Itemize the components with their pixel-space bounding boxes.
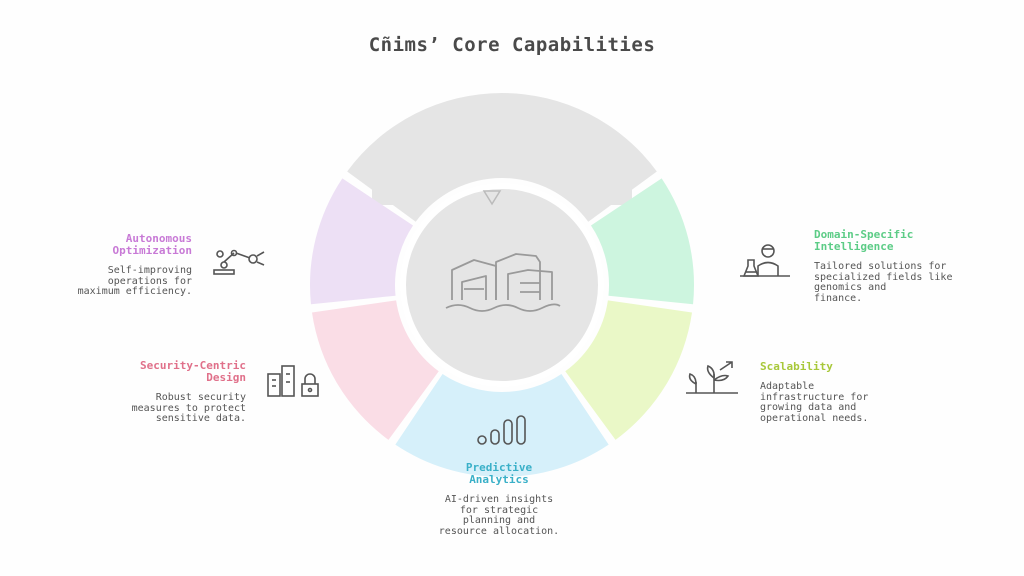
bar-chart-icon: [477, 415, 526, 445]
ring-segment-blue: [395, 373, 609, 477]
city-on-water-icon: [445, 253, 561, 312]
diagram-title: Cñims’ Core Capabilities: [368, 34, 656, 56]
capability-autonomous: Autonomous Optimization Self-improving o…: [50, 233, 192, 298]
capability-description: Robust security measures to protect sens…: [131, 392, 246, 424]
capability-heading: Domain-Specific Intelligence: [814, 228, 914, 253]
ring-segment-pink: [311, 300, 439, 440]
capability-scalability: Scalability Adaptable infrastructure for…: [760, 361, 920, 424]
ring-segment-lime: [565, 300, 693, 440]
ring-segment-mint: [590, 178, 694, 305]
capability-predictive: Predictive Analytics AI-driven insights …: [412, 462, 586, 537]
capability-description: AI-driven insights for strategic plannin…: [438, 494, 560, 537]
capability-description: Adaptable infrastructure for growing dat…: [760, 381, 869, 424]
capability-heading: Autonomous Optimization: [112, 232, 192, 257]
ring-segment-top: [347, 93, 657, 222]
capability-domain: Domain-Specific Intelligence Tailored so…: [814, 229, 982, 304]
padlock-body: [310, 93, 694, 477]
down-triangle-marker: [482, 190, 502, 206]
robot-arm-icon: [213, 249, 265, 275]
capability-security: Security-Centric Design Robust security …: [84, 360, 246, 425]
capability-heading: Scalability: [760, 360, 833, 373]
capability-description: Self-improving operations for maximum ef…: [77, 265, 192, 297]
capability-heading: Security-Centric Design: [140, 359, 246, 384]
center-hub: [400, 183, 604, 387]
growing-plant-icon: [686, 361, 738, 394]
capability-heading: Predictive Analytics: [465, 461, 533, 486]
capability-description: Tailored solutions for specialized field…: [814, 261, 953, 304]
ring-segment-purple: [310, 178, 414, 305]
buildings-lock-icon: [267, 365, 319, 397]
scientist-icon: [740, 244, 790, 277]
